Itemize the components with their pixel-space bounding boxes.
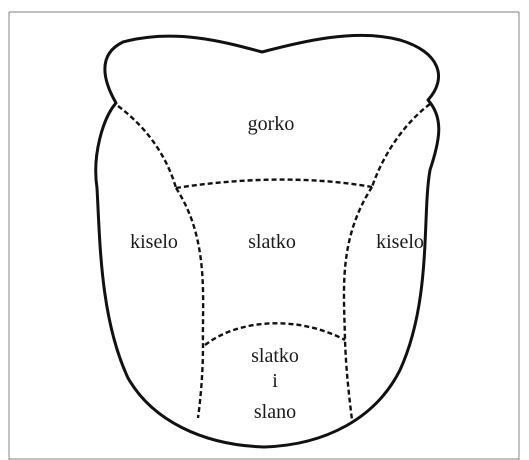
zone-label-tip-line3: slano	[254, 401, 296, 423]
zone-label-center: slatko	[248, 231, 296, 253]
left-back-boundary	[118, 106, 176, 188]
zone-label-back: gorko	[248, 113, 295, 135]
tip-boundary	[205, 323, 345, 345]
right-center-boundary	[344, 187, 372, 420]
back-center-boundary	[176, 180, 372, 188]
zone-label-tip-line1: slatko	[251, 345, 299, 367]
right-back-boundary	[372, 104, 430, 187]
zone-label-tip-line2: i	[272, 370, 278, 392]
zone-label-right: kiselo	[376, 231, 424, 253]
zone-label-left: kiselo	[130, 231, 178, 253]
left-center-boundary	[176, 188, 203, 418]
